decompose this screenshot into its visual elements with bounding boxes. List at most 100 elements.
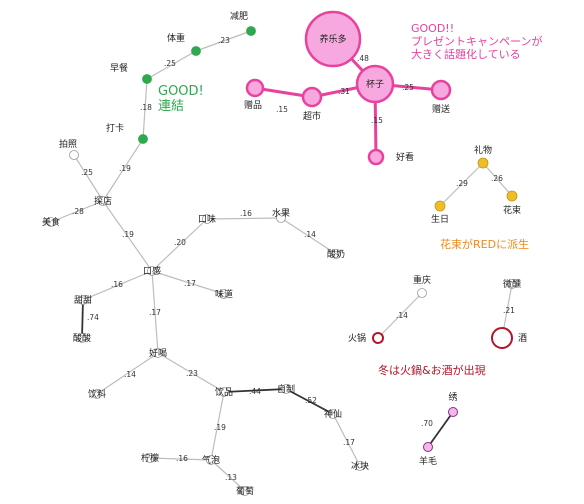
edge-weight: .19 (122, 230, 134, 239)
node-suannai (331, 249, 341, 259)
node-haohe (153, 348, 163, 358)
edge-weight: .17 (184, 279, 196, 288)
edge-tizhong-zaocan (146, 50, 197, 80)
node-huoguo (372, 332, 384, 344)
node-label-yinliao: 饮料 (88, 388, 106, 400)
edge-kouwei-shuiguo (206, 217, 282, 220)
edge-tandian-kougan (102, 200, 153, 272)
node-suansuan (77, 333, 87, 343)
edge-weight: .17 (343, 438, 355, 447)
edge-liwu-huashu (482, 162, 513, 197)
node-shenxian (328, 409, 338, 419)
node-chongqing (417, 288, 427, 298)
node-label-bingkuai: 冰块 (351, 460, 369, 472)
node-label-shengri: 生日 (431, 213, 449, 225)
node-label-huoguo: 火锅 (348, 333, 366, 344)
node-label-shenxian: 神仙 (324, 408, 342, 420)
node-label-suansuan: 酸酸 (73, 333, 91, 344)
node-label-suannai: 酸奶 (327, 248, 345, 260)
note-green-line2: 連結 (158, 99, 185, 114)
node-label-yangledduo: 养乐多 (319, 33, 346, 45)
note-pink-line2: プレゼントキャンペーンが (411, 35, 543, 48)
node-label-kougan: 口感 (143, 265, 161, 277)
node-label-chaoshi: 超市 (303, 110, 321, 122)
edge-weight: .19 (119, 164, 131, 173)
edge-paizhao-tandian (73, 154, 104, 202)
edge-weight: .74 (87, 313, 99, 322)
node-label-zengpin: 赠品 (244, 99, 262, 111)
node-label-beizi: 杯子 (366, 78, 384, 90)
edge-weight: .21 (503, 306, 515, 315)
node-label-zaocan: 早餐 (110, 62, 128, 74)
edge-weight: .16 (240, 209, 252, 218)
edge-weight: .14 (304, 230, 316, 239)
node-label-tandian: 探店 (94, 195, 112, 207)
edge-shuiguo-suannai (280, 217, 337, 255)
node-qipao (206, 455, 216, 465)
edge-weight: .15 (371, 116, 383, 125)
edge-liwu-shengri (439, 162, 484, 207)
node-weidao (219, 289, 229, 299)
note-red: 冬は火鍋&お酒が出現 (378, 362, 486, 378)
edge-weight: .26 (491, 174, 503, 183)
node-yinliao (92, 389, 102, 399)
node-paizhao (69, 150, 79, 160)
edge-weight: .70 (421, 419, 433, 428)
node-huashu (506, 190, 518, 202)
edge-zaocan-daka (142, 78, 148, 140)
node-label-huashu: 花束 (503, 204, 521, 216)
node-bingkuai (355, 461, 365, 471)
edge-weight: .25 (81, 168, 93, 177)
node-jiu (491, 327, 513, 349)
node-label-shuiguo: 水果 (272, 207, 290, 219)
edge-weight: .25 (402, 83, 414, 92)
edge-yinpin-qipao (210, 391, 225, 461)
edge-weight: .20 (174, 238, 186, 247)
note-red-text: 冬は火鍋&お酒が出現 (378, 364, 486, 377)
edge-weight: .16 (176, 454, 188, 463)
node-zengsong (430, 79, 452, 101)
node-yangmao (423, 442, 433, 452)
node-zizhi (281, 384, 291, 394)
node-label-jiu: 酒 (518, 333, 527, 344)
edge-qipao-putao (210, 459, 246, 492)
edge-weight: .28 (72, 207, 84, 216)
edge-kougan-weidao (151, 270, 225, 295)
edge-kougan-haohe (151, 270, 159, 354)
edge-tiantian-suansuan (81, 299, 84, 339)
node-label-tizhong: 体重 (167, 32, 185, 44)
node-liwu (477, 157, 489, 169)
node-daka (138, 134, 148, 144)
note-orange-text: 花束がREDに派生 (440, 238, 530, 251)
node-label-yangmao: 羊毛 (419, 455, 437, 467)
node-haokan (367, 148, 385, 166)
node-shengri (434, 200, 446, 212)
node-label-zizhi: 自制 (277, 383, 295, 395)
edge-haohe-yinliao (96, 352, 159, 395)
note-green: GOOD! 連結 (158, 84, 204, 114)
node-label-weidao: 味道 (215, 288, 233, 300)
node-label-paizhao: 拍照 (59, 138, 77, 150)
note-orange: 花束がREDに派生 (440, 236, 529, 252)
edge-shenxian-bingkuai (332, 413, 361, 467)
node-label-genfei: 减肥 (230, 10, 248, 22)
node-xiuh (448, 407, 458, 417)
node-kougan (147, 266, 157, 276)
node-label-liwu: 礼物 (474, 144, 492, 156)
node-label-kouwei: 口味 (198, 213, 216, 225)
edge-layer: .23.25.18.19.25.28.19.20.16.14.16.74.17.… (50, 30, 515, 492)
note-pink: GOOD!! プレゼントキャンペーンが 大きく話題化している (411, 22, 542, 61)
node-beizi (355, 64, 395, 104)
edge-weight: .13 (225, 473, 237, 482)
node-tizhong (191, 46, 201, 56)
node-yinpin (219, 387, 229, 397)
node-label-xiuh: 绣 (448, 391, 457, 403)
edge-daka-tandian (102, 138, 144, 202)
edge-weight: .16 (111, 280, 123, 289)
node-label-yinpin: 饮品 (215, 386, 233, 398)
edge-weight: .44 (249, 387, 261, 396)
edge-tiantian-kougan (82, 270, 153, 301)
note-pink-line1: GOOD!! (411, 22, 455, 35)
